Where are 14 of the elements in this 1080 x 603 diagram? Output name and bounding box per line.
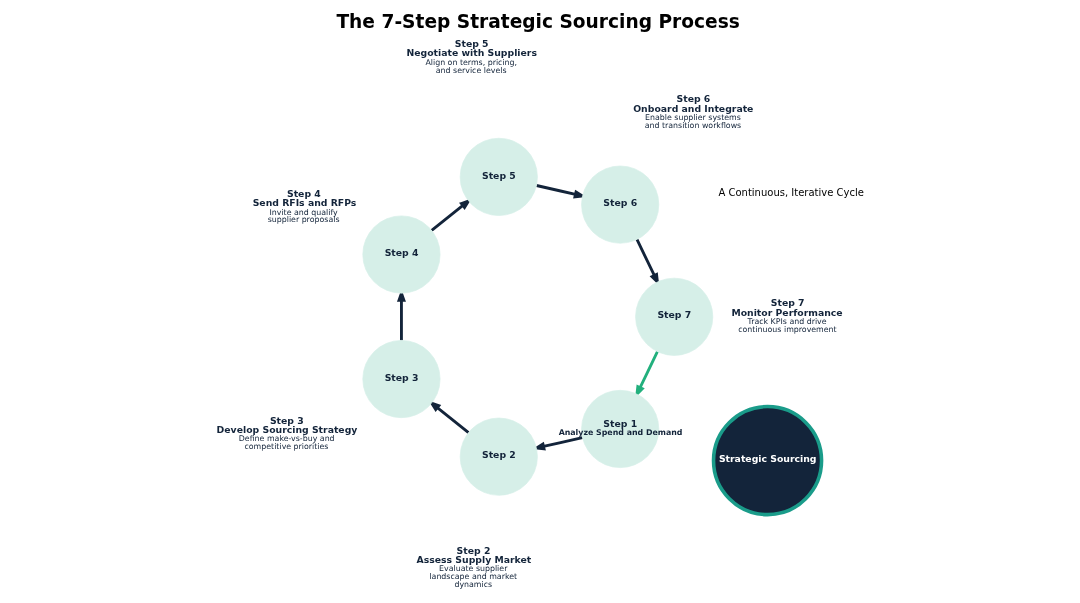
node-label: Step 6 <box>676 93 711 105</box>
node-circle: Step 7 <box>635 277 714 356</box>
label: A Continuous, Iterative Cycle <box>718 186 864 198</box>
node-circle: Step 2 <box>459 417 538 496</box>
node-label: Step 4 <box>286 188 321 200</box>
node-label: Step 7 <box>770 297 805 309</box>
node-circle: Step 6 <box>581 165 660 244</box>
node-label: Step 5 <box>454 38 489 50</box>
node-circle: Strategic Sourcing <box>711 404 824 517</box>
arrow <box>428 400 470 434</box>
diagram-title: The 7-Step Strategic Sourcing Process <box>336 11 740 33</box>
node-label: Step 3 <box>269 414 304 426</box>
node-circle: Step 4 <box>362 215 441 294</box>
arrow <box>430 198 472 232</box>
